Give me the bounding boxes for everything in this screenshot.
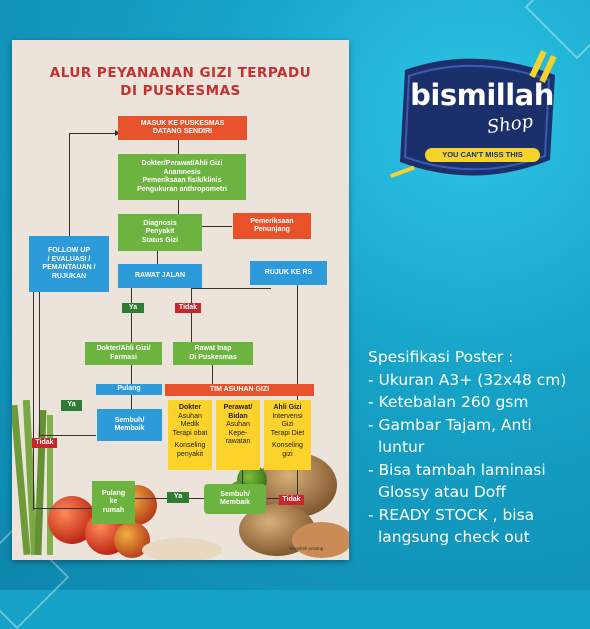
- connector: [202, 226, 232, 227]
- label-ya: Ya: [167, 492, 189, 503]
- logo-tagline: YOU CAN'T MISS THIS: [425, 148, 540, 162]
- connector: [131, 395, 132, 409]
- spec-item: - Gambar Tajam, Anti: [368, 415, 532, 434]
- arrow: [115, 130, 120, 136]
- spec-item: Glossy atau Doff: [378, 483, 506, 501]
- connector: [33, 292, 34, 510]
- connector: [39, 292, 40, 437]
- connector: [212, 365, 213, 384]
- tim-col-ahli-gizi: Ahli Gizi Intervensi Gizi Terapi Diet Ko…: [264, 400, 311, 470]
- connector: [131, 288, 132, 342]
- poster-footer: - bismillah printing -: [287, 546, 327, 551]
- spec-heading: Spesifikasi Poster :: [368, 348, 514, 366]
- title-line-1: ALUR PEYANANAN GIZI TERPADU: [49, 65, 312, 81]
- node-pulang: Pulang: [96, 384, 162, 395]
- connector: [39, 435, 96, 436]
- label-ya: Ya: [122, 303, 144, 313]
- node-rujuk-rs: RUJUK KE RS: [250, 261, 327, 285]
- node-rawat-jalan: RAWAT JALAN: [118, 264, 202, 288]
- connector: [242, 470, 243, 484]
- label-tidak: Tidak: [279, 495, 304, 505]
- brand-logo: bismillah Shop YOU CAN'T MISS THIS: [385, 50, 565, 195]
- tim-col-dokter: Dokter Asuhan Medik Terapi obat Konselin…: [168, 400, 212, 470]
- connector: [69, 133, 70, 244]
- connector: [33, 508, 91, 509]
- spec-item: - READY STOCK , bisa: [368, 505, 535, 524]
- node-sembuh-membaik-2: Sembuh/Membaik: [204, 484, 266, 514]
- node-tim-asuhan-gizi: TIM ASUHAN GIZI: [165, 384, 314, 396]
- tim-col-perawat: Perawat/ Bidan Asuhan Kepe- rawatan: [216, 400, 260, 470]
- label-tidak: Tidak: [32, 438, 57, 448]
- poster-title: ALUR PEYANANAN GIZI TERPADU DI PUSKESMAS: [12, 64, 349, 100]
- connector: [157, 251, 158, 265]
- poster: ALUR PEYANANAN GIZI TERPADU DI PUSKESMAS: [12, 40, 349, 560]
- logo-badge-icon: [390, 50, 557, 178]
- spec-item: langsung check out: [378, 528, 530, 546]
- logo-brand-text: bismillah: [410, 78, 554, 112]
- spec-item: luntur: [378, 438, 425, 456]
- spec-list: Spesifikasi Poster : - Ukuran A3+ (32x48…: [368, 346, 583, 549]
- connector: [191, 288, 271, 289]
- label-ya: Ya: [61, 400, 82, 411]
- spec-item: - Bisa tambah laminasi: [368, 460, 546, 479]
- spec-item: - Ketebalan 260 gsm: [368, 393, 529, 411]
- connector: [191, 288, 192, 342]
- title-line-2: DI PUSKESMAS: [120, 83, 241, 99]
- node-sembuh-membaik: Sembuh/Membaik: [97, 409, 162, 441]
- connector: [131, 365, 132, 384]
- connector: [69, 133, 116, 134]
- spec-item: - Ukuran A3+ (32x48 cm): [368, 370, 567, 389]
- connector: [178, 140, 179, 154]
- node-follow-up: FOLLOW UP/ EVALUASI /PEMANTAUAN /RUJUKAN: [29, 236, 109, 292]
- node-dokter-farmasi: Dokter/Ahli Gizi/Farmasi: [85, 342, 162, 365]
- connector: [178, 200, 179, 214]
- label-tidak: Tidak: [175, 303, 201, 313]
